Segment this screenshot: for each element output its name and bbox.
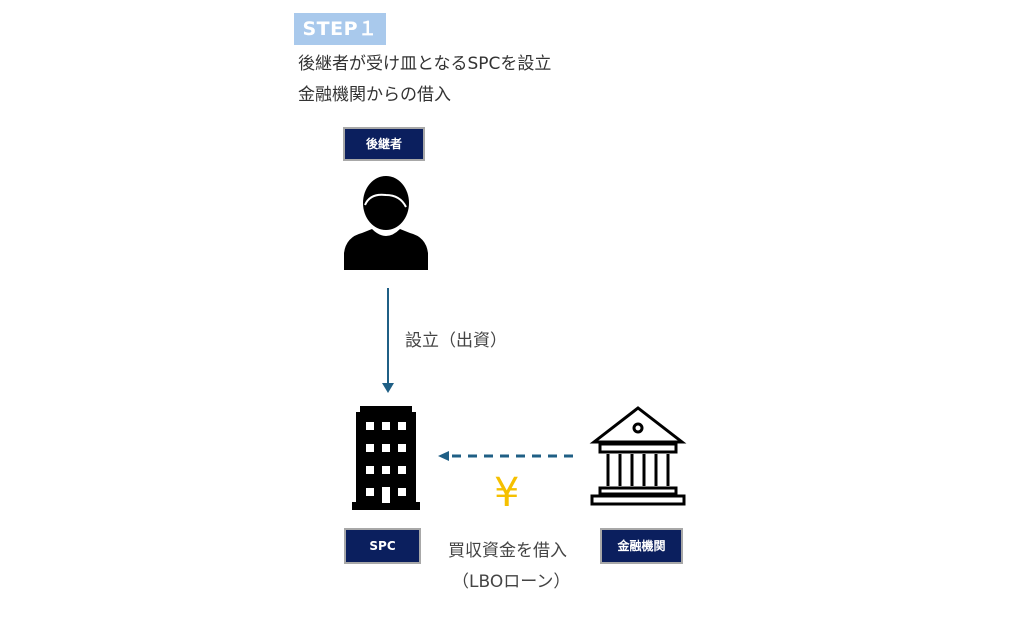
yen-icon: ¥: [494, 470, 520, 516]
loan-label: 買収資金を借入: [448, 541, 567, 561]
step-badge: STEP１: [294, 13, 386, 45]
establish-label: 設立（出資）: [405, 331, 507, 351]
description-line-2: 金融機関からの借入: [298, 85, 451, 105]
spc-label: SPC: [344, 528, 421, 564]
establish-arrow: [382, 288, 394, 393]
bank-label: 金融機関: [600, 528, 683, 564]
loan-sub-label: （LBOローン）: [452, 572, 571, 592]
successor-label: 後継者: [343, 127, 425, 161]
person-icon: [344, 176, 428, 270]
loan-arrow: [438, 451, 578, 461]
description-line-1: 後継者が受け皿となるSPCを設立: [298, 54, 552, 74]
bank-icon: [589, 406, 687, 506]
building-icon: [352, 406, 420, 510]
